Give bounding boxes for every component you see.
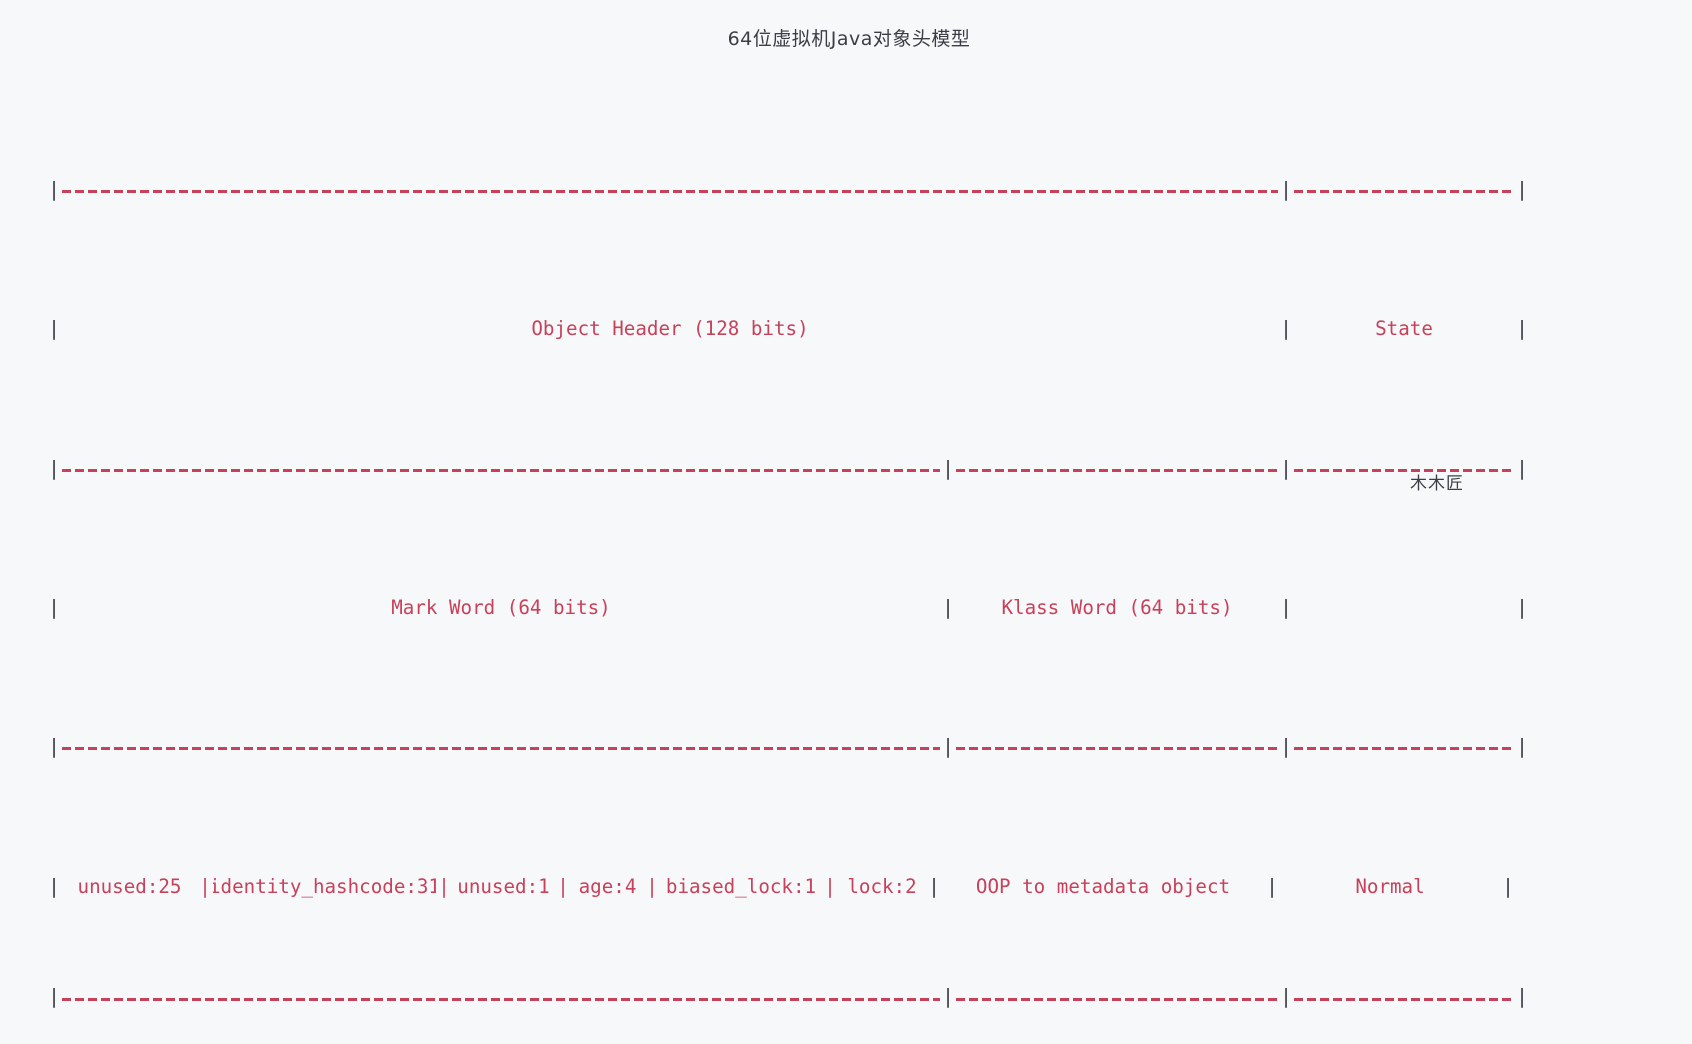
page-title: 64位虚拟机Java对象头模型 xyxy=(727,28,971,50)
cell-state-empty xyxy=(1294,594,1514,622)
object-header-diagram: | | | | Object Header (128 bits) | State… xyxy=(46,65,1646,1044)
vertical-bar: | xyxy=(1516,456,1528,480)
cell-state: Normal xyxy=(1355,874,1425,898)
cell-mark-field: lock:2 xyxy=(847,874,917,898)
vertical-bar: | xyxy=(557,874,569,898)
rule-segment-mark-word xyxy=(62,736,940,759)
table-row: | unused:25 | identity_hashcode:31 | unu… xyxy=(46,873,1646,901)
vertical-bar: | xyxy=(199,874,211,898)
vertical-bar: | xyxy=(942,595,954,619)
table-row-subheader: | Mark Word (64 bits) | Klass Word (64 b… xyxy=(46,594,1646,622)
vertical-bar: | xyxy=(1516,317,1528,341)
vertical-bar: | xyxy=(1516,177,1528,201)
vertical-bar: | xyxy=(1516,595,1528,619)
vertical-bar: | xyxy=(1280,985,1292,1009)
rule-segment-klass-word xyxy=(956,736,1278,759)
rule-segment-state xyxy=(1294,457,1514,480)
vertical-bar: | xyxy=(48,874,60,898)
cell-klass-word: OOP to metadata object xyxy=(975,874,1231,898)
rule-segment-state xyxy=(1294,179,1514,202)
rule-segment-state xyxy=(1294,986,1514,1009)
cell-mark-word: Mark Word (64 bits) xyxy=(391,595,611,619)
vertical-bar: | xyxy=(1280,177,1292,201)
table-rule-under-header: | | | | xyxy=(46,457,1646,480)
vertical-bar: | xyxy=(942,735,954,759)
cell-mark-field: biased_lock:1 xyxy=(665,874,817,898)
vertical-bar: | xyxy=(1502,874,1514,898)
cell-mark-field: identity_hashcode:31 xyxy=(213,874,436,898)
vertical-bar: | xyxy=(1280,595,1292,619)
rule-segment-klass-word xyxy=(956,457,1278,480)
author-signature: 木木匠 xyxy=(1410,474,1464,494)
vertical-bar: | xyxy=(1280,317,1292,341)
rule-segment-state xyxy=(1294,736,1514,759)
rule-segment-mark-word xyxy=(62,986,940,1009)
vertical-bar: | xyxy=(824,874,836,898)
table-rule-top: | | | xyxy=(46,177,1646,202)
vertical-bar: | xyxy=(1280,735,1292,759)
vertical-bar: | xyxy=(928,874,940,898)
vertical-bar: | xyxy=(48,317,60,341)
vertical-bar: | xyxy=(48,595,60,619)
vertical-bar: | xyxy=(1516,985,1528,1009)
vertical-bar: | xyxy=(1516,735,1528,759)
vertical-bar: | xyxy=(48,177,60,201)
cell-object-header: Object Header (128 bits) xyxy=(531,317,809,341)
rule-segment-klass-word xyxy=(956,986,1278,1009)
cell-mark-field: unused:1 xyxy=(457,874,550,898)
vertical-bar: | xyxy=(942,456,954,480)
cell-mark-field: unused:25 xyxy=(77,874,182,898)
vertical-bar: | xyxy=(438,874,450,898)
vertical-bar: | xyxy=(942,985,954,1009)
vertical-bar: | xyxy=(1266,874,1278,898)
rule-segment-mark-word xyxy=(62,457,940,480)
cell-mark-field: age:4 xyxy=(578,874,637,898)
vertical-bar: | xyxy=(48,735,60,759)
table-rule: | | | | xyxy=(46,985,1646,1009)
table-row-header: | Object Header (128 bits) | State | xyxy=(46,315,1646,343)
vertical-bar: | xyxy=(646,874,658,898)
diagram-page: 64位虚拟机Java对象头模型 | | | | Object Header (1… xyxy=(48,28,1528,1008)
table-rule-under-subheader: | | | | xyxy=(46,735,1646,759)
vertical-bar: | xyxy=(48,456,60,480)
rule-segment-object-header xyxy=(62,179,1278,202)
cell-klass-word: Klass Word (64 bits) xyxy=(1001,595,1233,619)
cell-state-header: State xyxy=(1375,317,1433,341)
vertical-bar: | xyxy=(1280,456,1292,480)
vertical-bar: | xyxy=(48,985,60,1009)
